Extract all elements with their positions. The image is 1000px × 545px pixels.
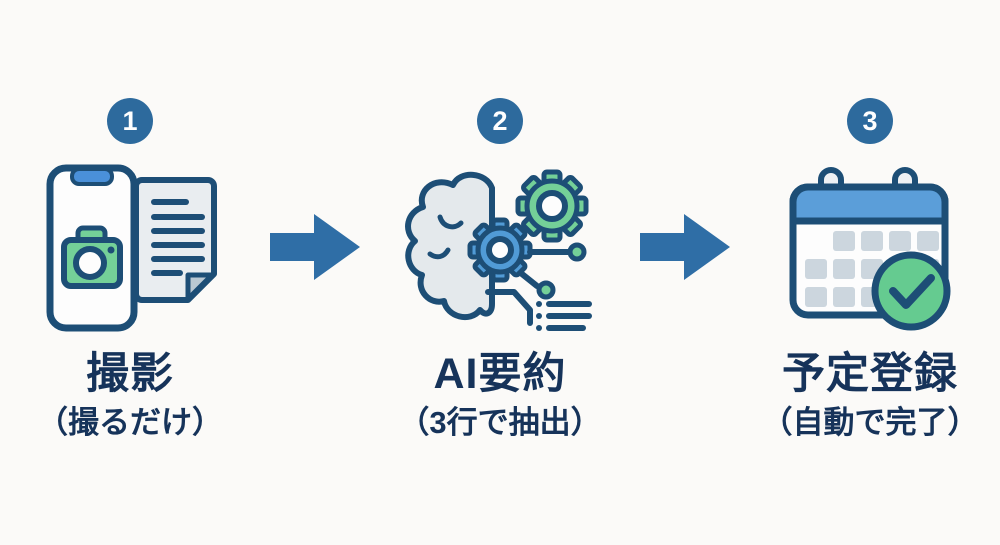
document	[132, 177, 217, 303]
brain	[405, 171, 495, 321]
document-text-lines	[150, 199, 205, 276]
step-3-number: 3	[862, 105, 878, 136]
camera-icon	[60, 225, 123, 289]
phone-notch	[69, 167, 114, 186]
step-3-number-badge: 3	[847, 98, 893, 144]
calendar-check-icon	[785, 162, 955, 337]
phone-camera-document-icon	[38, 162, 223, 337]
right-arrow-icon	[640, 214, 730, 280]
step-2-number-badge: 2	[477, 98, 523, 144]
step-2-title: AI要約	[433, 350, 567, 398]
step-2-number: 2	[492, 105, 508, 136]
summary-list	[536, 301, 592, 331]
circuit-nodes	[485, 242, 587, 326]
step-1: 1	[4, 98, 256, 440]
step-2-subtitle: （3行で抽出）	[398, 405, 602, 441]
steps-row: 1	[4, 98, 996, 440]
step-1-title: 撮影	[86, 350, 174, 398]
step-1-number-badge: 1	[107, 98, 153, 144]
calendar-check-svg	[789, 166, 951, 330]
step-3: 3	[744, 98, 996, 440]
gear-icon-blue	[467, 217, 533, 283]
arrow-2	[626, 214, 744, 280]
step-3-subtitle: （自動で完了）	[761, 405, 979, 441]
phone-camera-document-svg	[46, 164, 217, 332]
right-arrow-icon	[270, 214, 360, 280]
gear-icon-green	[515, 169, 589, 243]
step-1-subtitle: （撮るだけ）	[37, 405, 223, 441]
check-icon	[871, 251, 951, 330]
step-1-number: 1	[122, 105, 138, 136]
step-2: 2	[374, 98, 626, 440]
smartphone	[46, 164, 137, 332]
ai-brain-gears-icon	[400, 162, 600, 337]
arrow-1	[256, 214, 374, 280]
ai-brain-gears-svg	[405, 169, 592, 331]
calendar-header	[789, 183, 949, 224]
step-3-title: 予定登録	[782, 350, 958, 398]
